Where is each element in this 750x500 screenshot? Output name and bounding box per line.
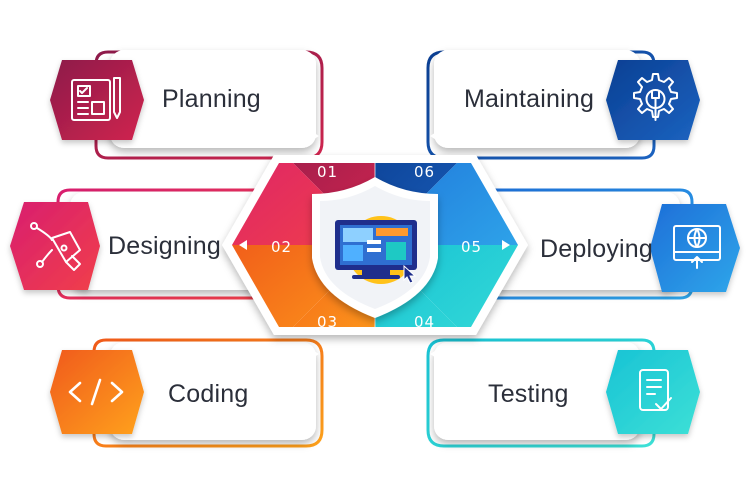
code-icon (68, 378, 124, 406)
arrow-left-icon (430, 131, 438, 141)
step-number-03: 03 (317, 313, 339, 331)
blueprint-icon (71, 77, 121, 121)
planning-badge (50, 60, 144, 140)
designing-card-body (70, 192, 270, 290)
testing-label: Testing (488, 380, 569, 408)
step-number-05: 05 (461, 238, 483, 256)
checklist-icon (639, 369, 672, 411)
step-number-06: 06 (414, 163, 436, 181)
testing-badge (606, 350, 700, 434)
step-number-01: 01 (317, 163, 339, 181)
deploying-card-body (480, 192, 680, 290)
coding-card-body (110, 342, 316, 440)
planning-card-body (110, 50, 316, 148)
coding-label: Coding (168, 380, 249, 408)
gear-wrench-icon (633, 73, 678, 121)
arrow-right-icon (502, 240, 510, 250)
planning-label: Planning (162, 85, 261, 113)
maintaining-card[interactable] (426, 50, 656, 160)
coding-card[interactable] (92, 338, 324, 448)
arrow-right-icon (311, 131, 319, 141)
testing-card-body (434, 342, 640, 440)
step-number-04: 04 (414, 313, 436, 331)
deploying-badge (650, 204, 740, 292)
maintaining-badge (606, 60, 700, 140)
arrow-right-icon (311, 349, 319, 359)
segment-arrows (239, 131, 510, 359)
designing-label: Designing (108, 232, 221, 260)
deploy-monitor-icon (673, 225, 721, 269)
arrow-left-icon (239, 240, 247, 250)
deploying-label: Deploying (540, 235, 653, 263)
testing-card[interactable] (426, 338, 656, 448)
pen-tool-icon (30, 222, 81, 271)
designing-badge (10, 202, 100, 290)
step-number-02: 02 (271, 238, 293, 256)
computer-screen-icon (335, 216, 417, 284)
arrow-left-icon (430, 349, 438, 359)
maintaining-card-body (434, 50, 640, 148)
maintaining-label: Maintaining (464, 85, 595, 113)
